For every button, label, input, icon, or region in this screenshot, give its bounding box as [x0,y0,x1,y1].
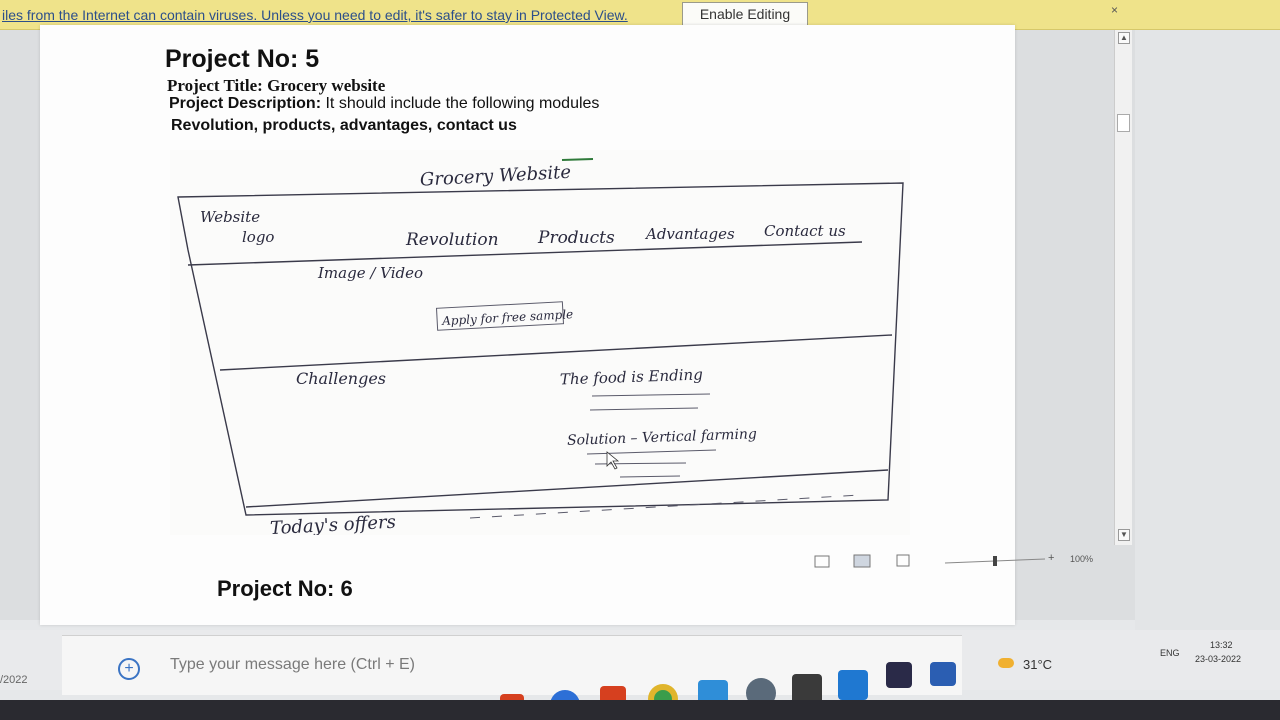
sketch-hero: Image / Video [317,264,423,282]
add-icon[interactable]: + [118,658,140,680]
right-margin [1135,30,1280,630]
sketch-solution: Solution – Vertical farming [567,426,757,449]
scroll-down-icon[interactable]: ▼ [1118,529,1130,541]
cube-icon[interactable] [792,674,822,704]
scroll-thumb[interactable] [1117,114,1130,132]
cursor-icon [606,451,620,470]
weather-icon[interactable] [998,658,1014,668]
web-layout-icon[interactable] [896,554,910,567]
close-icon[interactable]: × [1111,3,1119,17]
zoom-level[interactable]: 100% [1070,554,1094,564]
project-6-heading: Project No: 6 [217,576,353,601]
sketch-nav-advantages: Advantages [644,225,735,243]
zoom-slider-thumb[interactable] [993,556,997,566]
sketch-nav-revolution: Revolution [405,230,499,250]
chat-input-placeholder[interactable]: Type your message here (Ctrl + E) [170,656,415,673]
system-tray: 31°C ENG 13:32 23-03-2022 [990,640,1280,690]
project-modules: Revolution, products, advantages, contac… [171,117,517,134]
vscode-icon[interactable] [838,670,868,700]
sketch-nav-contact: Contact us [764,222,846,240]
vertical-scrollbar[interactable]: ▲ ▼ [1114,30,1132,545]
temperature[interactable]: 31°C [1023,657,1053,672]
project-description-value: It should include the following modules [325,95,600,112]
language-indicator[interactable]: ENG [1160,648,1180,658]
clock-time[interactable]: 13:32 [1210,640,1233,650]
sketch-challenges: Challenges [296,369,386,388]
taskbar-bottom [0,700,1280,720]
sketch-logo-line1: Website [200,208,260,226]
status-bar: + 100% [800,550,1130,572]
project-description-label: Project Description: [169,95,322,112]
project-description: Project Description: It should include t… [169,95,599,113]
word-icon[interactable] [930,662,956,686]
sketch-cta: Apply for free sample [441,307,574,328]
project-title: Project Title: Grocery website [167,76,385,96]
print-layout-icon[interactable] [853,554,871,568]
sketch-nav-products: Products [537,228,615,248]
project-5-heading: Project No: 5 [165,45,320,73]
clock-date[interactable]: 23-03-2022 [1195,654,1242,664]
sketch-logo-line2: logo [242,228,274,246]
zoom-in-icon[interactable]: + [1048,552,1055,564]
scroll-up-icon[interactable]: ▲ [1118,32,1130,44]
dev-icon[interactable] [886,662,912,688]
sketch-problem: The food is Ending [560,365,703,388]
left-date-text: /2022 [0,674,28,686]
enable-editing-button[interactable]: Enable Editing [682,2,808,26]
wireframe-sketch-image: Grocery Website Website logo Revolution … [170,150,910,535]
view-controls [814,554,1046,568]
protected-view-message[interactable]: iles from the Internet can contain virus… [2,7,628,23]
project-title-value: Grocery website [267,76,386,95]
read-mode-icon[interactable] [814,555,830,568]
sketch-offers: Today's offers [270,512,397,535]
project-title-label: Project Title: [167,76,263,95]
